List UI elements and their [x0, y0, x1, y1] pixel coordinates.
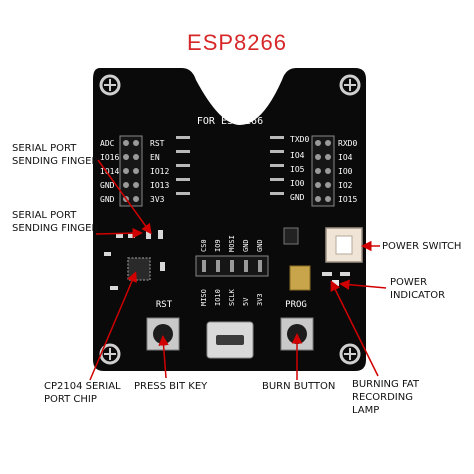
left-header-pin: ADC: [100, 139, 115, 148]
left-inner-pin: 3V3: [150, 195, 165, 204]
callout-serial-sending-2: SERIAL PORT SENDING FINGER: [12, 210, 99, 234]
cp2104-chip: [127, 257, 151, 281]
callout-press-bit-key: PRESS BIT KEY: [134, 381, 208, 392]
left-inner-pin: EN: [150, 153, 160, 162]
bottom-top-pin: CS0: [200, 239, 208, 252]
board-top-label: FOR ESP8266: [197, 116, 263, 127]
arrow-serial-2: [95, 227, 143, 239]
rx-led: [158, 230, 163, 239]
right-inner-pin: IO5: [290, 165, 305, 174]
callout-power-indicator: POWER INDICATOR: [390, 277, 446, 301]
right-pin-header: [311, 135, 335, 207]
tx-led: [146, 230, 151, 239]
right-header-pin: IO4: [338, 153, 353, 162]
micro-usb-port: [206, 321, 254, 359]
right-header-pin: RXD0: [338, 139, 357, 148]
right-inner-pin: GND: [290, 193, 305, 202]
bottom-bottom-pin: IO10: [214, 289, 222, 306]
callout-burning-lamp: BURNING FAT RECORDING LAMP: [352, 379, 419, 416]
bottom-bottom-pin: 5V: [242, 297, 250, 306]
bottom-bottom-pin: MISO: [200, 289, 208, 306]
tantalum-capacitor: [289, 265, 311, 291]
left-inner-pin: IO13: [150, 181, 169, 190]
callout-burn-button: BURN BUTTON: [262, 381, 336, 392]
arrow-serial-1: [97, 159, 152, 235]
left-inner-pin: IO12: [150, 167, 169, 176]
right-inner-pin: IO4: [290, 151, 305, 160]
callout-serial-sending-1: SERIAL PORT SENDING FINGER: [12, 143, 99, 167]
bottom-top-pin: GND: [256, 239, 264, 252]
bottom-top-pin: IO9: [214, 239, 222, 252]
arrow-cp2104: [89, 271, 137, 381]
pcb-board: [93, 68, 366, 371]
right-header-pin: IO15: [338, 195, 357, 204]
callout-power-switch: POWER SWITCH: [382, 241, 462, 252]
left-header-pin: IO14: [100, 167, 119, 176]
product-title: ESP8266: [187, 30, 287, 55]
rst-label: RST: [156, 300, 173, 310]
prog-label: PROG: [285, 300, 307, 310]
callout-cp2104: CP2104 SERIAL PORT CHIP: [44, 381, 121, 405]
arrow-burning-lamp: [330, 280, 379, 377]
left-header-pin: GND: [100, 181, 115, 190]
left-header-pin: GND: [100, 195, 115, 204]
left-inner-pin: RST: [150, 139, 165, 148]
right-header-pin: IO0: [338, 167, 353, 176]
bottom-bottom-pin: SCLK: [228, 288, 236, 306]
arrow-press-bit: [158, 335, 169, 379]
mounting-hole-icon: [99, 74, 361, 365]
left-header-pin: IO16: [100, 153, 119, 162]
right-header-pin: IO2: [338, 181, 353, 190]
bottom-top-pin: GND: [242, 239, 250, 252]
right-inner-pin: TXD0: [290, 135, 309, 144]
right-inner-pin: IO0: [290, 179, 305, 188]
bottom-bottom-pin: 3V3: [256, 293, 264, 306]
regulator-chip: [283, 227, 299, 245]
arrow-power-indicator: [339, 279, 387, 290]
bottom-top-pin: MOSI: [228, 235, 236, 252]
